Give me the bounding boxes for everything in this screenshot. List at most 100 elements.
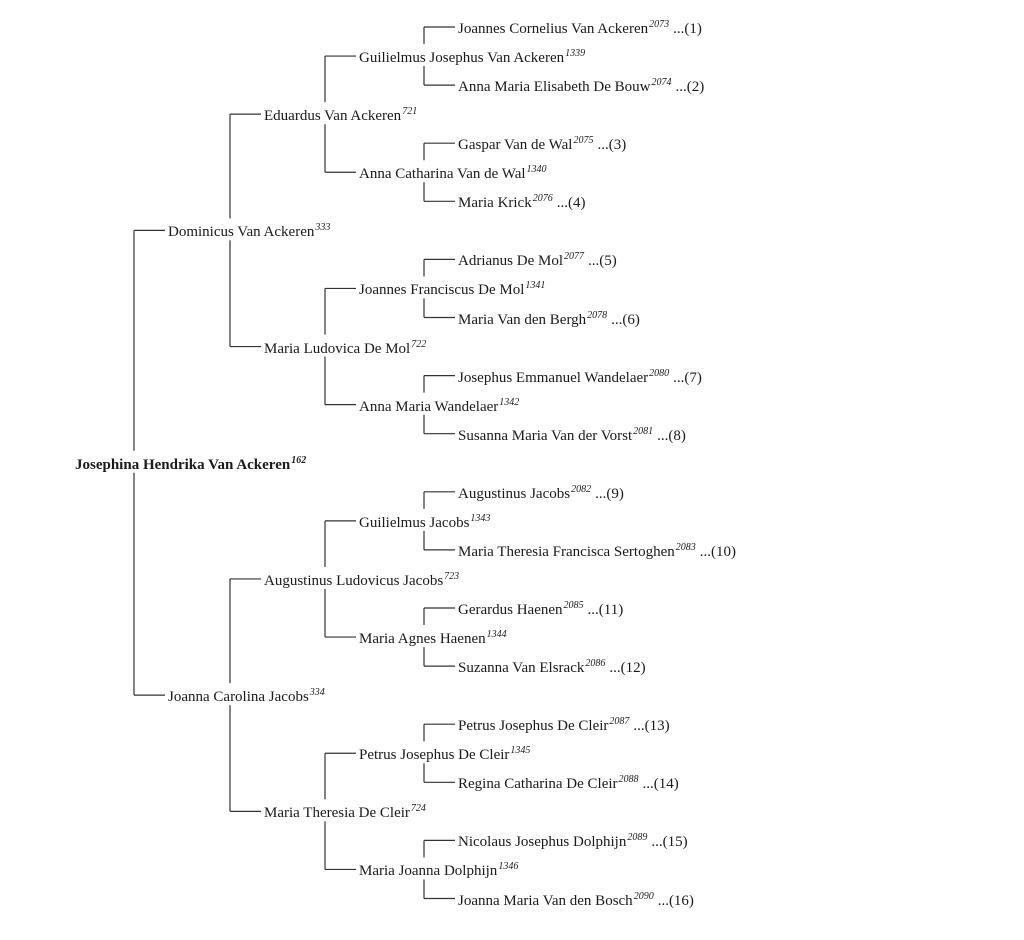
ancestor-gen-4: Maria Theresia Francisca Sertoghen2083..… [458, 539, 736, 561]
continuation-reference: ...(1) [673, 21, 702, 37]
person-name: Adrianus De Mol [458, 253, 563, 270]
person-number: 162 [291, 454, 307, 466]
person-name: Maria Van den Bergh [458, 311, 587, 328]
root-person: Josephina Hendrika Van Ackeren162 [75, 452, 306, 474]
person-number: 2086 [585, 658, 606, 670]
ancestor-gen-2: Maria Theresia De Cleir724 [264, 800, 426, 822]
person-number: 333 [315, 222, 331, 234]
person-number: 334 [309, 687, 325, 699]
continuation-reference: ...(9) [595, 485, 624, 502]
person-name: Josephus Emmanuel Wandelaer [458, 369, 649, 386]
person-name: Petrus Josephus De Cleir [359, 747, 510, 764]
person-name: Dominicus Van Ackeren [168, 224, 315, 241]
person-number: 1343 [470, 512, 491, 524]
person-name: Nicolaus Josephus Dolphijn [458, 834, 627, 851]
ancestor-gen-3: Joannes Franciscus De Mol1341 [359, 277, 545, 299]
ancestor-gen-4: Joannes Cornelius Van Ackeren2073...(1) [458, 16, 702, 38]
person-name: Josephina Hendrika Van Ackeren [75, 456, 291, 473]
ancestor-gen-4: Petrus Josephus De Cleir2087...(13) [458, 713, 670, 735]
person-name: Anna Catharina Van de Wal [359, 166, 526, 183]
person-number: 2075 [573, 135, 594, 147]
person-number: 2083 [675, 541, 696, 553]
person-name: Augustinus Ludovicus Jacobs [264, 572, 444, 589]
person-name: Maria Krick [458, 195, 532, 212]
continuation-reference: ...(12) [609, 660, 646, 677]
person-name: Petrus Josephus De Cleir [458, 718, 609, 735]
person-number: 1339 [565, 48, 586, 60]
ancestor-gen-4: Nicolaus Josephus Dolphijn2089...(15) [458, 829, 688, 851]
person-name: Augustinus Jacobs [458, 485, 571, 502]
ancestor-gen-4: Maria Van den Bergh2078...(6) [458, 307, 640, 329]
ancestor-gen-4: Anna Maria Elisabeth De Bouw2074...(2) [458, 74, 704, 96]
person-number: 2082 [571, 483, 592, 495]
person-number: 1344 [486, 629, 507, 641]
ancestor-gen-4: Regina Catharina De Cleir2088...(14) [458, 771, 679, 793]
ancestor-gen-3: Guilielmus Jacobs1343 [359, 510, 490, 532]
continuation-reference: ...(14) [642, 776, 679, 793]
ancestor-gen-3: Petrus Josephus De Cleir1345 [359, 742, 530, 764]
person-number: 2077 [564, 251, 584, 263]
person-number: 2089 [627, 832, 648, 844]
ancestor-gen-4: Susanna Maria Van der Vorst2081...(8) [458, 423, 686, 445]
person-name: Maria Theresia De Cleir [264, 805, 410, 822]
person-number: 2090 [633, 890, 654, 902]
ancestor-gen-3: Maria Joanna Dolphijn1346 [359, 858, 518, 880]
person-name: Joannes Cornelius Van Ackeren [458, 21, 649, 37]
person-name: Joanna Carolina Jacobs [168, 689, 309, 706]
person-number: 2081 [633, 425, 654, 437]
continuation-reference: ...(11) [587, 602, 624, 618]
person-number: 722 [411, 338, 427, 350]
continuation-reference: ...(3) [597, 137, 627, 154]
ancestor-gen-3: Anna Catharina Van de Wal1340 [359, 161, 547, 183]
person-name: Anna Maria Wandelaer [359, 398, 499, 415]
person-number: 1340 [526, 164, 547, 176]
ancestor-gen-3: Anna Maria Wandelaer1342 [359, 394, 519, 416]
ancestor-gen-3: Maria Agnes Haenen1344 [359, 626, 507, 648]
person-name: Maria Ludovica De Mol [264, 340, 411, 357]
continuation-reference: ...(5) [588, 253, 617, 270]
person-name: Susanna Maria Van der Vorst [458, 427, 633, 444]
continuation-reference: ...(7) [673, 369, 702, 386]
ancestor-gen-2: Maria Ludovica De Mol722 [264, 336, 426, 358]
ancestor-gen-1: Dominicus Van Ackeren333 [168, 219, 330, 241]
continuation-reference: ...(8) [657, 427, 686, 444]
ancestor-gen-2: Augustinus Ludovicus Jacobs723 [264, 568, 459, 590]
person-name: Suzanna Van Elsrack [458, 660, 585, 677]
ancestor-gen-4: Gaspar Van de Wal2075...(3) [458, 132, 626, 154]
ancestor-gen-4: Augustinus Jacobs2082...(9) [458, 481, 624, 503]
continuation-reference: ...(4) [556, 195, 586, 212]
person-number: 2085 [563, 600, 584, 611]
person-number: 723 [444, 570, 460, 582]
continuation-reference: ...(13) [633, 718, 670, 735]
person-name: Gerardus Haenen [458, 602, 563, 618]
person-number: 2088 [618, 774, 639, 786]
ancestor-gen-3: Guilielmus Josephus Van Ackeren1339 [359, 45, 585, 67]
person-number: 1341 [525, 280, 546, 292]
ancestor-gen-1: Joanna Carolina Jacobs334 [168, 684, 325, 706]
ancestor-gen-4: Joanna Maria Van den Bosch2090...(16) [458, 888, 694, 910]
person-name: Gaspar Van de Wal [458, 137, 573, 154]
ancestor-gen-4: Suzanna Van Elsrack2086...(12) [458, 655, 646, 677]
person-name: Joannes Franciscus De Mol [359, 282, 525, 299]
ancestor-gen-4: Gerardus Haenen2085...(11) [458, 597, 623, 619]
person-name: Joanna Maria Van den Bosch [458, 892, 633, 909]
person-number: 724 [410, 803, 426, 815]
person-number: 1342 [499, 396, 520, 408]
ancestor-gen-4: Josephus Emmanuel Wandelaer2080...(7) [458, 365, 702, 387]
person-number: 721 [402, 106, 418, 118]
person-number: 2087 [609, 716, 630, 728]
continuation-reference: ...(10) [699, 543, 736, 560]
person-name: Maria Theresia Francisca Sertoghen [458, 543, 675, 560]
person-name: Anna Maria Elisabeth De Bouw [458, 79, 651, 96]
ancestor-gen-4: Maria Krick2076...(4) [458, 190, 585, 212]
person-number: 2074 [651, 77, 672, 89]
person-name: Maria Agnes Haenen [359, 631, 486, 648]
ancestor-gen-2: Eduardus Van Ackeren721 [264, 103, 417, 125]
person-name: Eduardus Van Ackeren [264, 108, 402, 125]
person-name: Regina Catharina De Cleir [458, 776, 618, 793]
continuation-reference: ...(6) [611, 311, 640, 328]
person-name: Maria Joanna Dolphijn [359, 863, 498, 880]
person-number: 2078 [587, 309, 608, 321]
continuation-reference: ...(16) [657, 892, 694, 909]
